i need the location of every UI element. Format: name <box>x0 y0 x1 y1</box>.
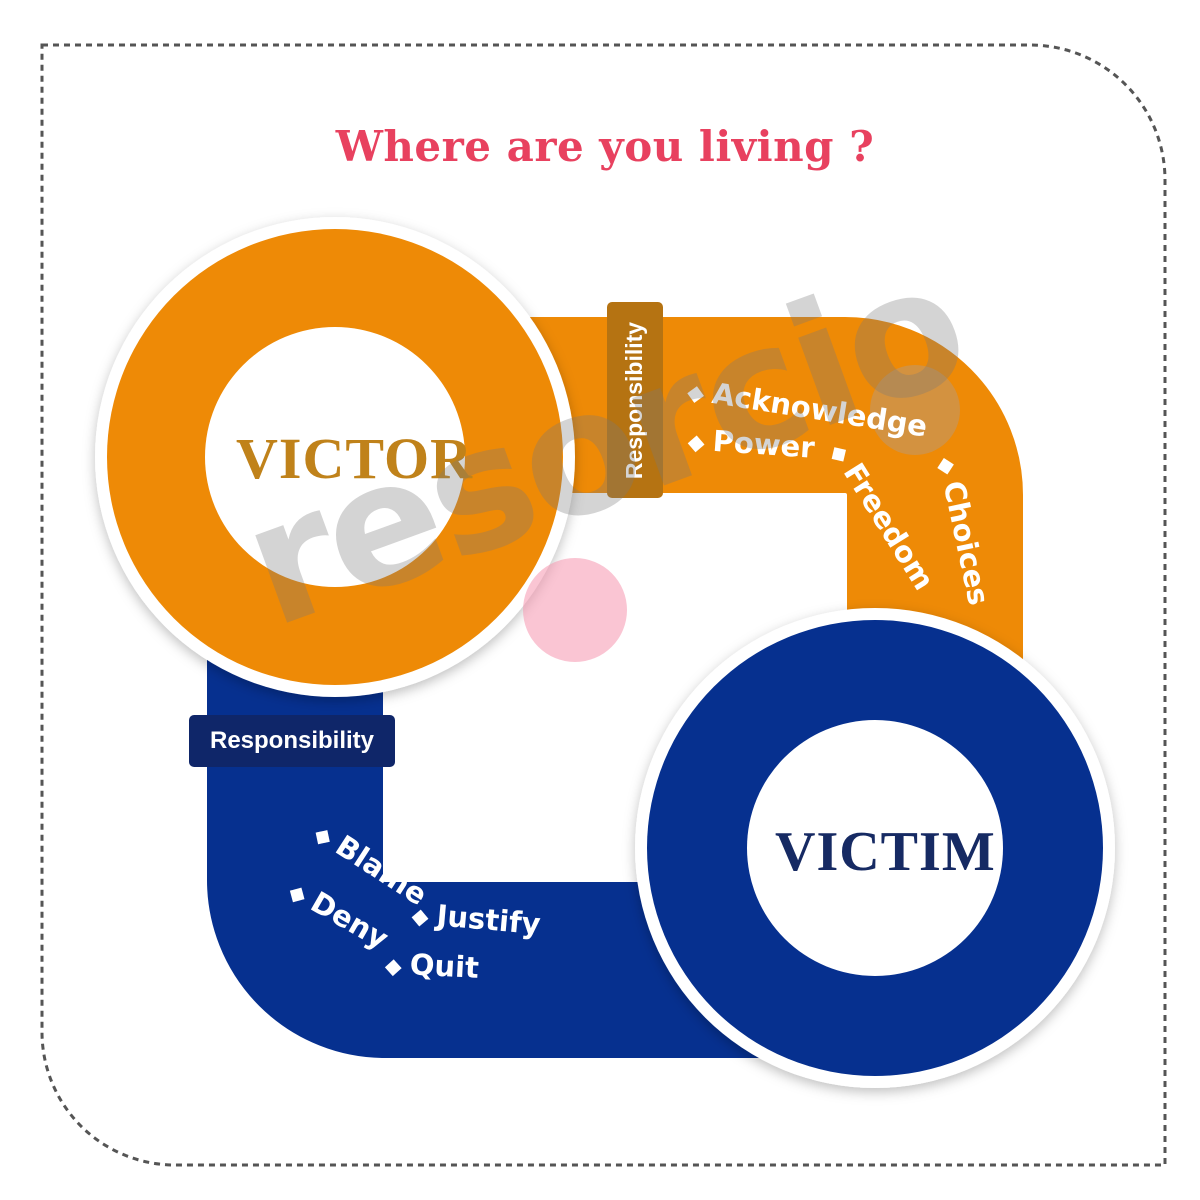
victim-responsibility-tag: Responsibility <box>189 715 395 767</box>
victim-item-quit: ◆Quit <box>384 946 480 985</box>
victim-center <box>747 720 1003 976</box>
diamond-bullet-icon: ◆ <box>932 455 961 477</box>
victor-responsibility-tag-label: Responsibility <box>621 321 648 479</box>
victor-label: VICTOR <box>236 426 473 491</box>
victim-ribbon <box>207 640 880 1058</box>
diamond-bullet-icon: ◆ <box>384 954 403 980</box>
victim-responsibility-tag-label: Responsibility <box>209 727 375 754</box>
victor-ribbon <box>330 317 1023 700</box>
watermark-dot-icon <box>523 558 627 662</box>
page-title: Where are you living ? <box>335 122 875 171</box>
diamond-bullet-icon: ◆ <box>410 904 430 931</box>
diamond-bullet-icon: ◆ <box>685 380 707 408</box>
victor-responsibility-tag: Responsibility <box>607 302 663 498</box>
victim-label: VICTIM <box>775 821 996 883</box>
victor-center <box>205 327 465 587</box>
victim-item-label: Quit <box>408 947 480 985</box>
victor-item-label: Power <box>711 423 816 465</box>
diamond-bullet-icon: ◆ <box>686 430 706 457</box>
watermark-arrow-icon <box>870 365 960 455</box>
